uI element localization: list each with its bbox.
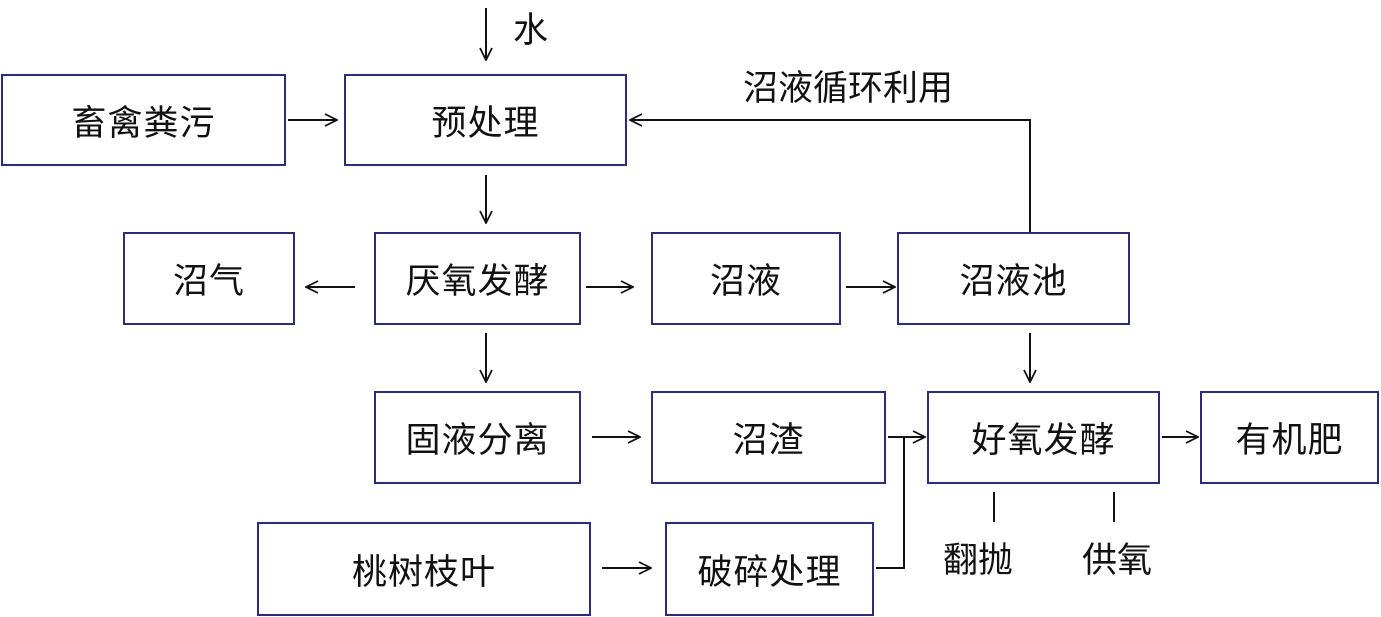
node-fertilizer: 有机肥 bbox=[1200, 391, 1379, 484]
label-turning: 翻抛 bbox=[943, 541, 1014, 581]
node-aerobic: 好氧发酵 bbox=[927, 391, 1160, 484]
node-manure: 畜禽粪污 bbox=[1, 74, 286, 166]
arrow-crushing-to-aerobic bbox=[876, 437, 905, 569]
node-pretreatment: 预处理 bbox=[344, 74, 627, 166]
node-separation: 固液分离 bbox=[374, 391, 581, 484]
node-branches: 桃树枝叶 bbox=[257, 522, 591, 616]
node-residue: 沼渣 bbox=[651, 391, 886, 484]
node-crushing: 破碎处理 bbox=[665, 522, 874, 616]
label-water: 水 bbox=[513, 11, 549, 51]
label-oxygen: 供氧 bbox=[1082, 541, 1153, 581]
node-biogas: 沼气 bbox=[123, 232, 295, 325]
arrow-recycle-to-pretreatment bbox=[630, 120, 1031, 232]
label-recycle: 沼液循环利用 bbox=[743, 69, 954, 109]
node-slurry: 沼液 bbox=[651, 232, 841, 325]
node-slurry-pool: 沼液池 bbox=[897, 232, 1130, 325]
node-anaerobic: 厌氧发酵 bbox=[374, 232, 581, 325]
